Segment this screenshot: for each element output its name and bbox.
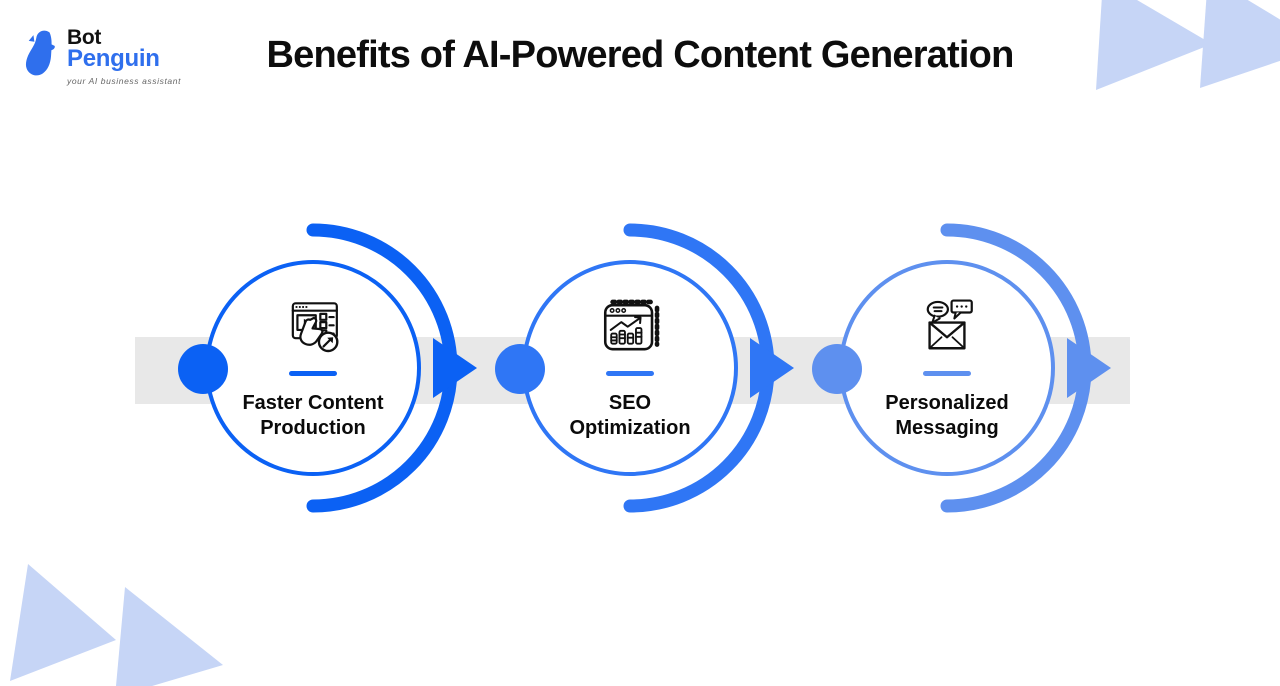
triangle-decor-bottom-left-1 bbox=[10, 564, 116, 681]
step-label: SEO Optimization bbox=[569, 391, 690, 440]
step-label-line1: Personalized bbox=[885, 392, 1009, 415]
step-divider bbox=[606, 371, 654, 377]
step-label-line1: Faster Content bbox=[242, 392, 384, 415]
logo-text-bot: Bot bbox=[67, 26, 102, 49]
step-circle: Personalized Messaging bbox=[839, 260, 1055, 476]
penguin-icon bbox=[25, 30, 55, 76]
timeline-step-seo-optimization: SEO Optimization bbox=[450, 220, 810, 520]
step-circle: Faster Content Production bbox=[205, 260, 421, 476]
content-production-icon bbox=[291, 302, 339, 353]
seo-optimization-icon bbox=[603, 299, 660, 351]
timeline-step-personalized-messaging: Personalized Messaging bbox=[767, 220, 1127, 520]
step-divider bbox=[289, 371, 337, 377]
step-label-line2: Optimization bbox=[569, 416, 691, 439]
step-label-line1: SEO bbox=[608, 392, 652, 415]
logo-tagline: your AI business assistant bbox=[67, 75, 182, 86]
step-circle: SEO Optimization bbox=[522, 260, 738, 476]
timeline-step-faster-content: Faster Content Production bbox=[133, 220, 493, 520]
triangle-decor-bottom-left-2 bbox=[116, 587, 223, 686]
step-label: Personalized Messaging bbox=[885, 391, 1008, 440]
logo-wordmark: Bot Penguin your AI business assistant bbox=[67, 26, 182, 86]
botpenguin-logo: Bot Penguin your AI business assistant bbox=[24, 26, 182, 86]
step-divider bbox=[923, 371, 971, 377]
arrow-right-icon bbox=[1067, 338, 1111, 398]
step-label-line2: Production bbox=[260, 416, 366, 439]
step-label: Faster Content Production bbox=[242, 391, 383, 440]
logo-text-penguin: Penguin bbox=[67, 44, 160, 72]
step-label-line2: Messaging bbox=[895, 416, 999, 439]
page-title: Benefits of AI-Powered Content Generatio… bbox=[266, 34, 1015, 76]
personalized-messaging-icon bbox=[926, 299, 973, 350]
